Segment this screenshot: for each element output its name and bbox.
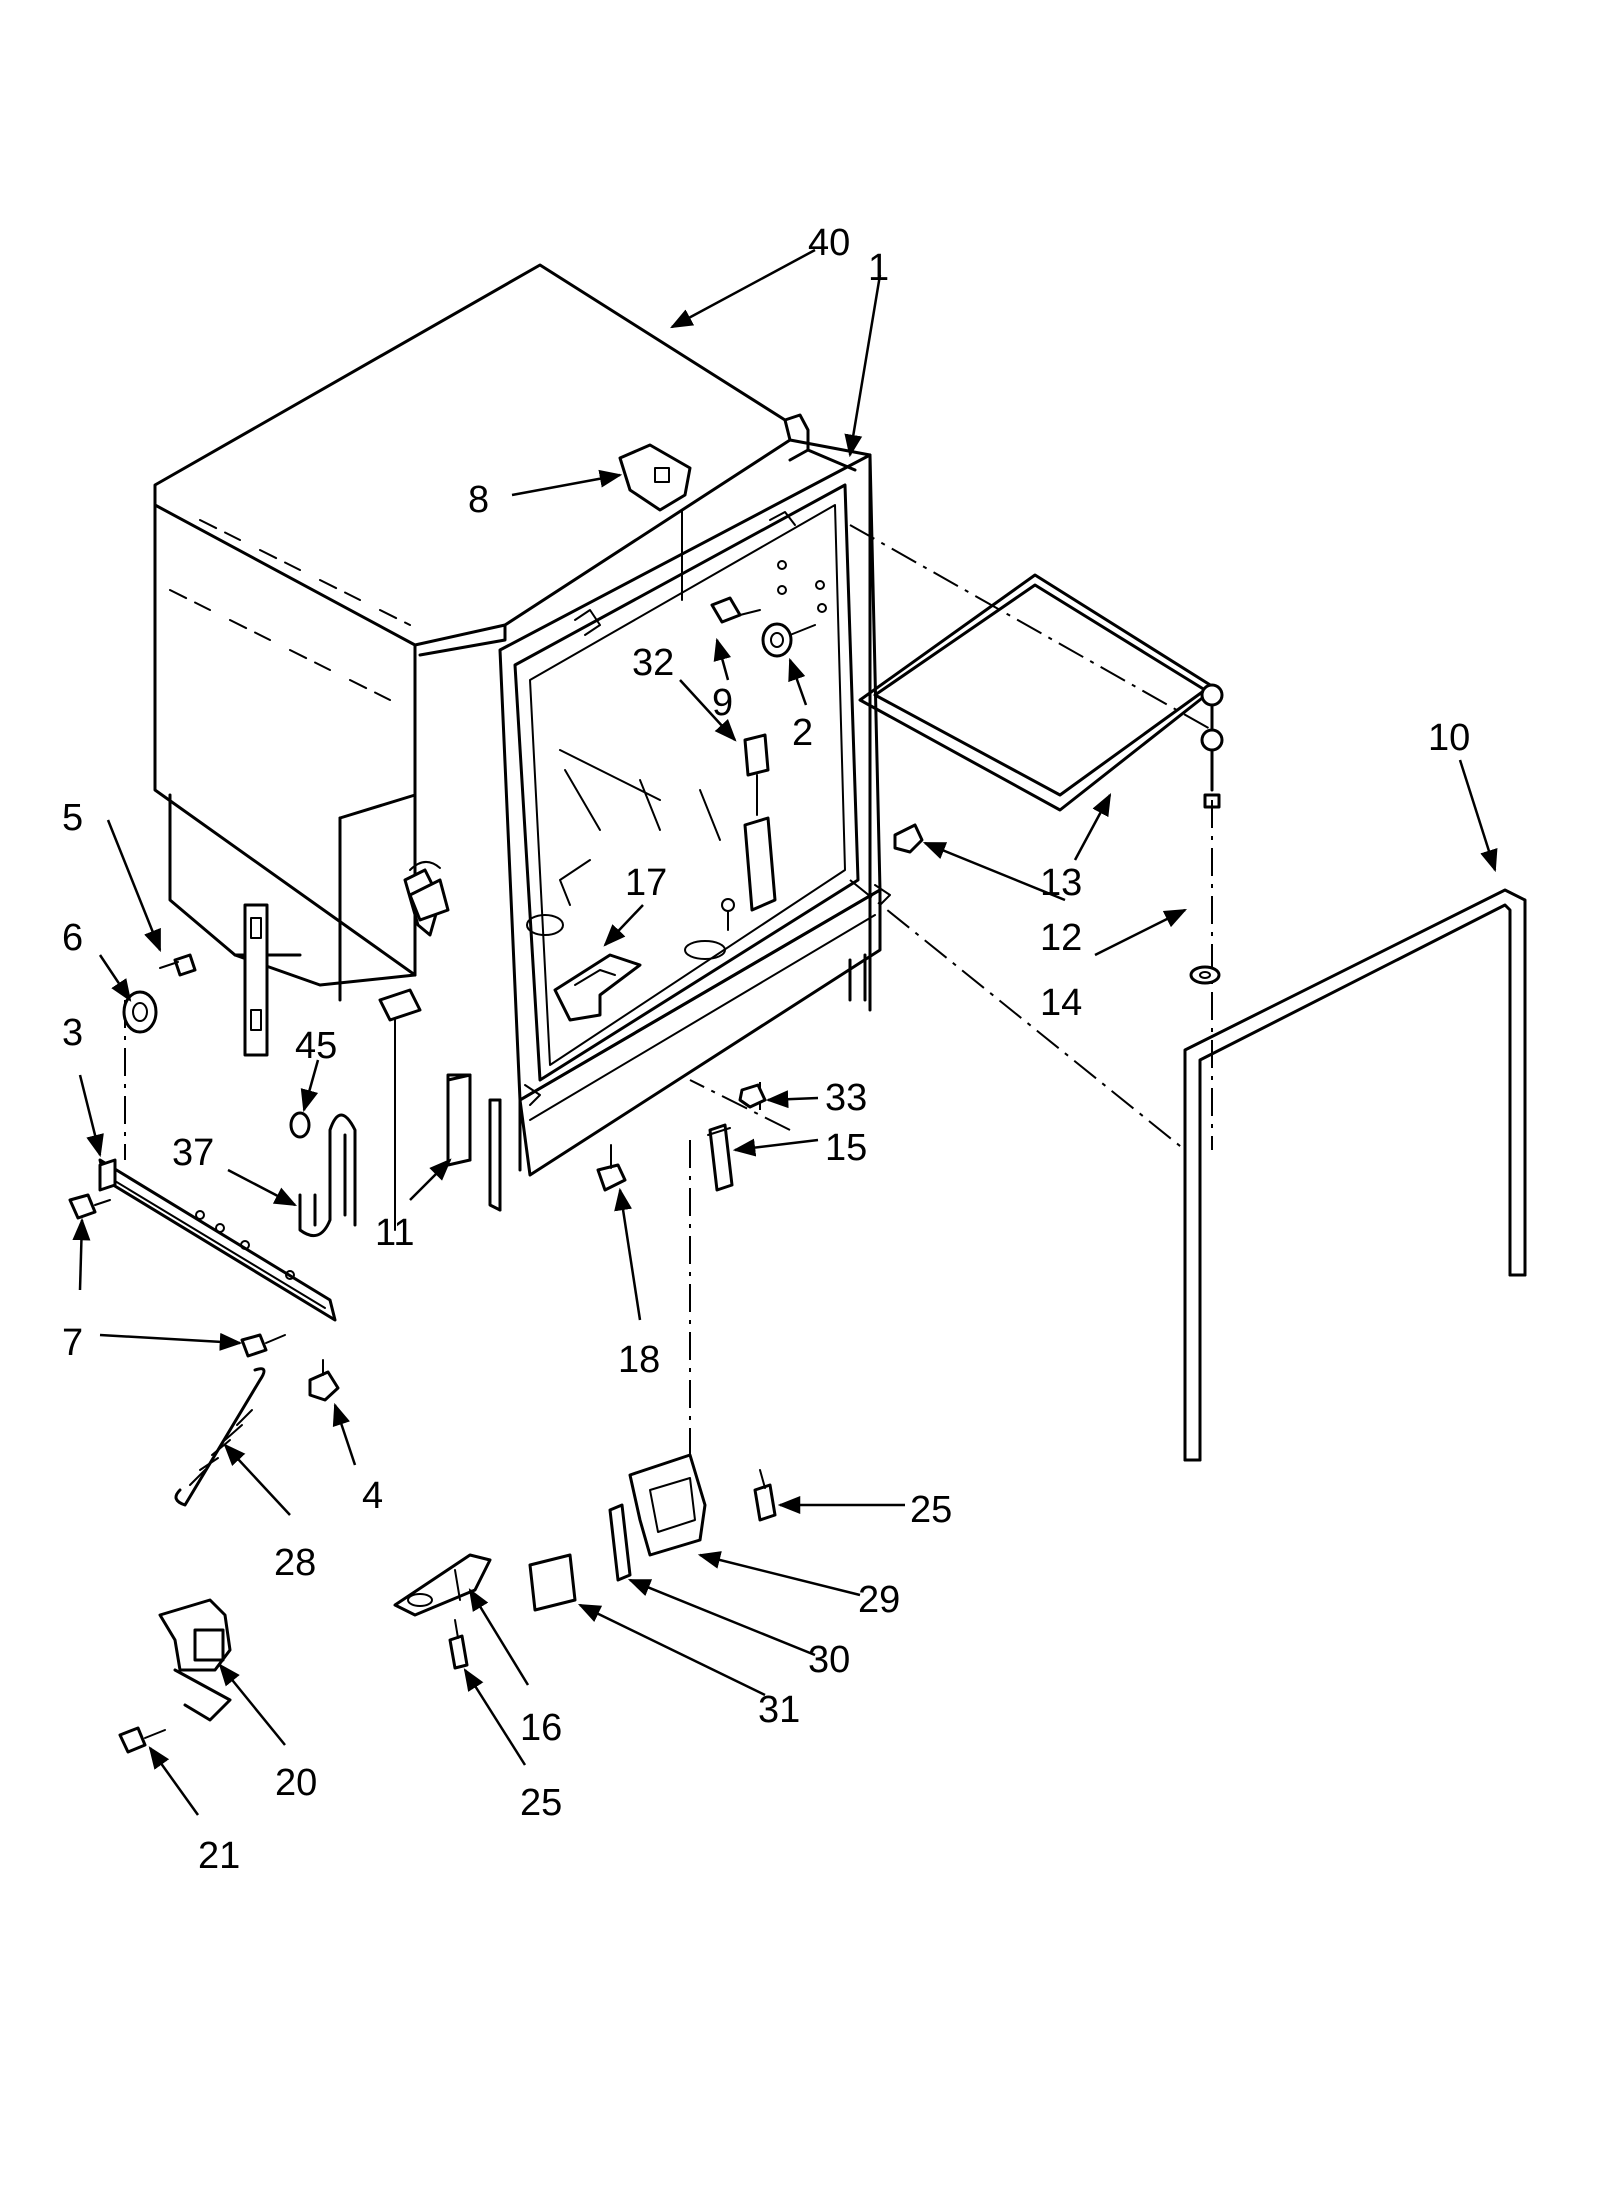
callout-4: 4 (362, 1475, 383, 1517)
callout-45: 45 (295, 1025, 337, 1067)
callout-30: 30 (808, 1639, 850, 1681)
leader-arrows (72, 248, 1498, 1816)
tub-frame (1183, 888, 1527, 1462)
callout-37: 37 (172, 1132, 214, 1174)
callout-6: 6 (62, 917, 83, 959)
callout-2: 2 (792, 712, 813, 754)
callout-15: 15 (825, 1127, 867, 1169)
callout-16: 16 (520, 1707, 562, 1749)
callout-9: 9 (712, 682, 733, 724)
callout-3: 3 (62, 1012, 83, 1054)
callout-8: 8 (468, 479, 489, 521)
callout-25-lower: 25 (520, 1782, 562, 1824)
callout-labels: 40 1 8 32 9 2 10 13 12 14 5 6 3 17 45 37… (62, 222, 1470, 1877)
callout-13: 13 (1040, 862, 1082, 904)
callout-18: 18 (618, 1339, 660, 1381)
callout-12: 12 (1040, 917, 1082, 959)
callout-29: 29 (858, 1579, 900, 1621)
upper-rack-rail (858, 573, 1224, 812)
callout-11: 11 (375, 1212, 414, 1254)
callout-40: 40 (808, 222, 850, 264)
callout-5: 5 (62, 797, 83, 839)
callout-28: 28 (274, 1542, 316, 1584)
callout-10: 10 (1428, 717, 1470, 759)
small-parts (68, 443, 1221, 1754)
callout-14: 14 (1040, 982, 1082, 1024)
callout-31: 31 (758, 1689, 800, 1731)
callout-17: 17 (625, 862, 667, 904)
callout-20: 20 (275, 1762, 317, 1804)
callout-32: 32 (632, 642, 674, 684)
callout-33: 33 (825, 1077, 867, 1119)
callout-1: 1 (868, 247, 889, 289)
callout-7: 7 (62, 1322, 83, 1364)
callout-21: 21 (198, 1835, 240, 1877)
dishwasher-tub (153, 263, 891, 1231)
callout-25-upper: 25 (910, 1489, 952, 1531)
